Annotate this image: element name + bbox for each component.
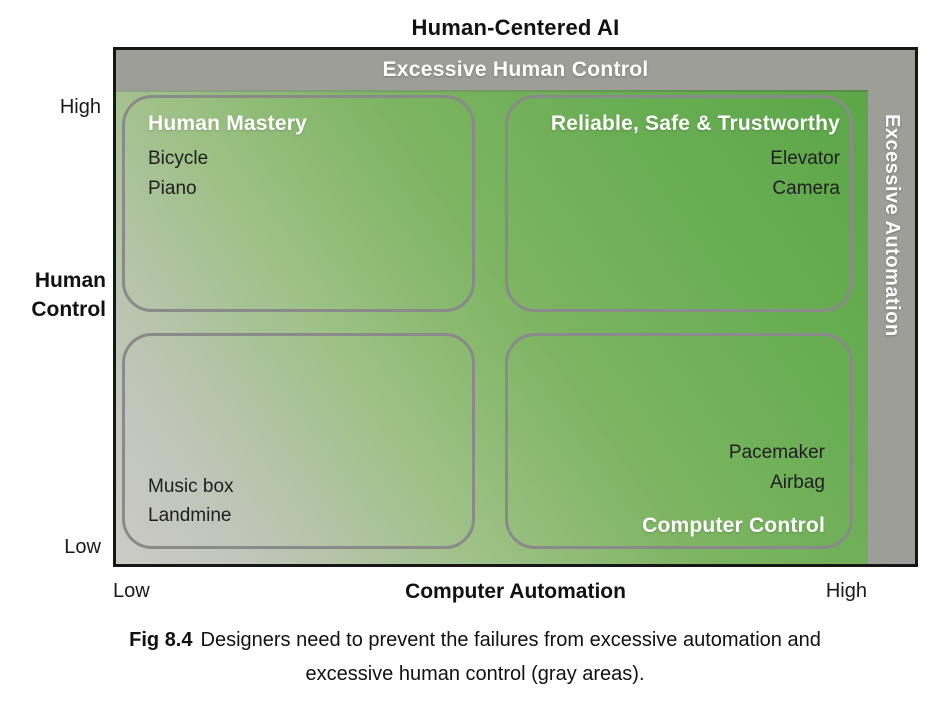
x-axis-high-label: High: [825, 580, 867, 602]
quadrant-item: Piano: [148, 178, 197, 199]
y-axis-title: Human Control: [0, 266, 106, 324]
caption-line1: Fig 8.4 Designers need to prevent the fai…: [0, 623, 950, 657]
quadrant-grid: Human Mastery Bicycle Piano Reliable, Sa…: [116, 90, 868, 564]
y-axis-low-label: Low: [64, 536, 101, 558]
y-axis-title-line1: Human: [34, 269, 106, 292]
x-axis-title: Computer Automation: [405, 580, 626, 603]
x-axis: Low Computer Automation High: [113, 580, 918, 606]
quadrant-item: Bicycle: [148, 148, 209, 169]
quadrant-title: Reliable, Safe & Trustworthy: [550, 112, 840, 135]
caption-text-line2: excessive human control (gray areas).: [305, 663, 645, 685]
quadrant-computer-control: Pacemaker Airbag Computer Control: [505, 333, 853, 549]
excessive-automation-band: Excessive Automation: [868, 90, 915, 564]
framework-box: Excessive Human Control Human Mastery Bi…: [113, 47, 918, 567]
quadrant-item: Camera: [772, 178, 840, 199]
quadrant-item: Pacemaker: [728, 442, 825, 463]
quadrant-item: Elevator: [770, 148, 840, 169]
figure-caption: Fig 8.4 Designers need to prevent the fai…: [0, 623, 950, 691]
caption-text-line1: Designers need to prevent the failures f…: [200, 629, 821, 651]
caption-figure-number: Fig 8.4: [129, 629, 193, 651]
quadrant-excessive-human-control-zone: Music box Landmine: [122, 333, 475, 549]
quadrant-item: Music box: [148, 476, 234, 497]
quadrant-title: Human Mastery: [148, 112, 307, 135]
y-axis-title-line2: Control: [31, 298, 106, 321]
x-axis-low-label: Low: [113, 580, 150, 602]
framework-content: Human Mastery Bicycle Piano Reliable, Sa…: [116, 90, 915, 564]
excessive-automation-label: Excessive Automation: [881, 114, 903, 337]
quadrant-reliable-safe-trustworthy: Reliable, Safe & Trustworthy Elevator Ca…: [505, 95, 853, 312]
quadrant-title: Computer Control: [642, 514, 825, 537]
quadrant-item: Airbag: [770, 472, 825, 493]
figure-title: Human-Centered AI: [411, 15, 620, 40]
excessive-human-control-band: Excessive Human Control: [116, 50, 915, 90]
quadrant-human-mastery: Human Mastery Bicycle Piano: [122, 95, 475, 312]
y-axis-high-label: High: [59, 96, 101, 118]
quadrant-item: Landmine: [148, 505, 232, 526]
excessive-human-control-label: Excessive Human Control: [382, 58, 649, 81]
